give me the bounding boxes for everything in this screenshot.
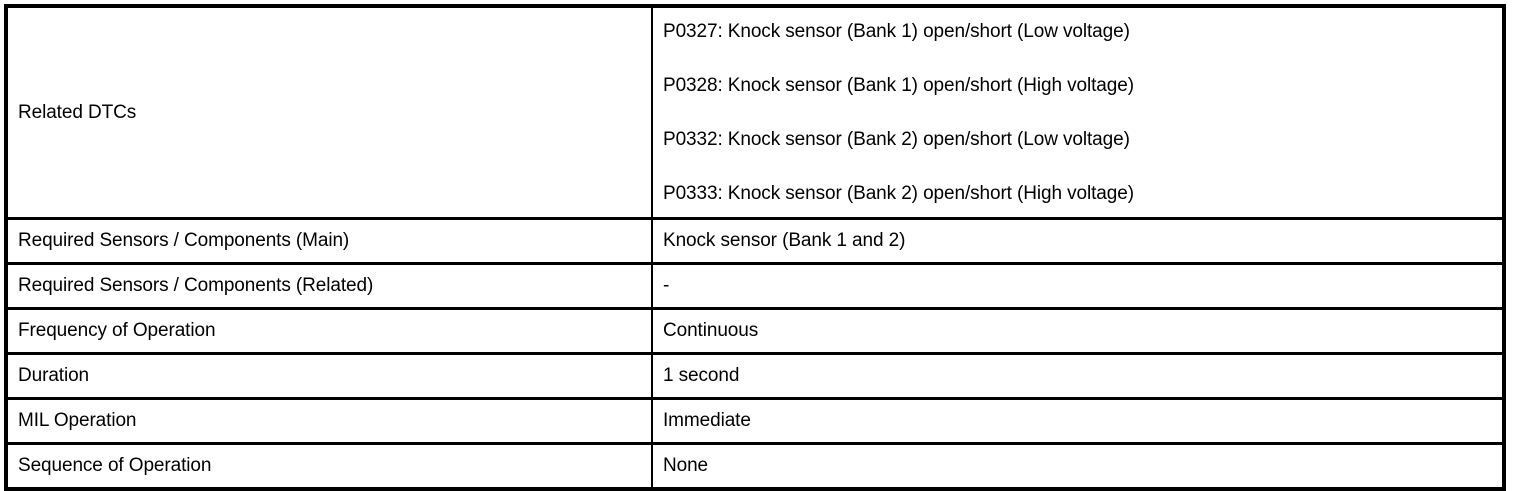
row-value: Continuous [663,320,759,341]
row-value-cell-duration: 1 second [651,352,1504,399]
table-row: Required Sensors / Components (Main) Kno… [6,217,1504,264]
row-value: None [663,455,709,476]
dtc-line-p0327: P0327: Knock sensor (Bank 1) open/short … [663,20,1130,42]
table-row: Frequency of Operation Continuous [6,307,1504,354]
row-value-cell-frequency-of-operation: Continuous [651,307,1504,354]
row-label-cell-required-sensors-main: Required Sensors / Components (Main) [6,217,652,264]
row-label: Duration [18,365,90,386]
row-value-cell-mil-operation: Immediate [651,397,1504,444]
dtc-line-p0332: P0332: Knock sensor (Bank 2) open/short … [663,128,1130,150]
row-value: Immediate [663,410,751,431]
row-label-cell-required-sensors-related: Required Sensors / Components (Related) [6,262,652,309]
row-value-cell-sequence-of-operation: None [651,442,1504,489]
row-label: Frequency of Operation [18,320,216,341]
row-label-cell-duration: Duration [6,352,652,399]
dtc-specification-table: Related DTCs P0327: Knock sensor (Bank 1… [4,4,1506,491]
row-label: Required Sensors / Components (Main) [18,230,350,251]
dtc-list: P0327: Knock sensor (Bank 1) open/short … [663,21,1502,205]
row-label-cell-frequency-of-operation: Frequency of Operation [6,307,652,354]
page-canvas: Related DTCs P0327: Knock sensor (Bank 1… [4,4,1506,491]
row-value-cell-required-sensors-main: Knock sensor (Bank 1 and 2) [651,217,1504,264]
table-row: Sequence of Operation None [6,442,1504,489]
row-label: MIL Operation [18,410,137,431]
row-label-cell-sequence-of-operation: Sequence of Operation [6,442,652,489]
row-label: Related DTCs [18,101,137,123]
table-row: Required Sensors / Components (Related) … [6,262,1504,309]
dtc-line-p0333: P0333: Knock sensor (Bank 2) open/short … [663,182,1134,204]
row-label-cell-related-dtcs: Related DTCs [6,6,652,219]
dtc-line-p0328: P0328: Knock sensor (Bank 1) open/short … [663,74,1134,96]
table-row: MIL Operation Immediate [6,397,1504,444]
row-value: 1 second [663,365,740,386]
row-label: Required Sensors / Components (Related) [18,275,374,296]
table-body: Related DTCs P0327: Knock sensor (Bank 1… [6,6,1504,489]
row-value: - [663,275,670,296]
table-row: Duration 1 second [6,352,1504,399]
row-label-cell-mil-operation: MIL Operation [6,397,652,444]
row-value: Knock sensor (Bank 1 and 2) [663,230,906,251]
row-value-cell-related-dtcs: P0327: Knock sensor (Bank 1) open/short … [651,6,1504,219]
table-row: Related DTCs P0327: Knock sensor (Bank 1… [6,6,1504,219]
row-value-cell-required-sensors-related: - [651,262,1504,309]
row-label: Sequence of Operation [18,455,212,476]
